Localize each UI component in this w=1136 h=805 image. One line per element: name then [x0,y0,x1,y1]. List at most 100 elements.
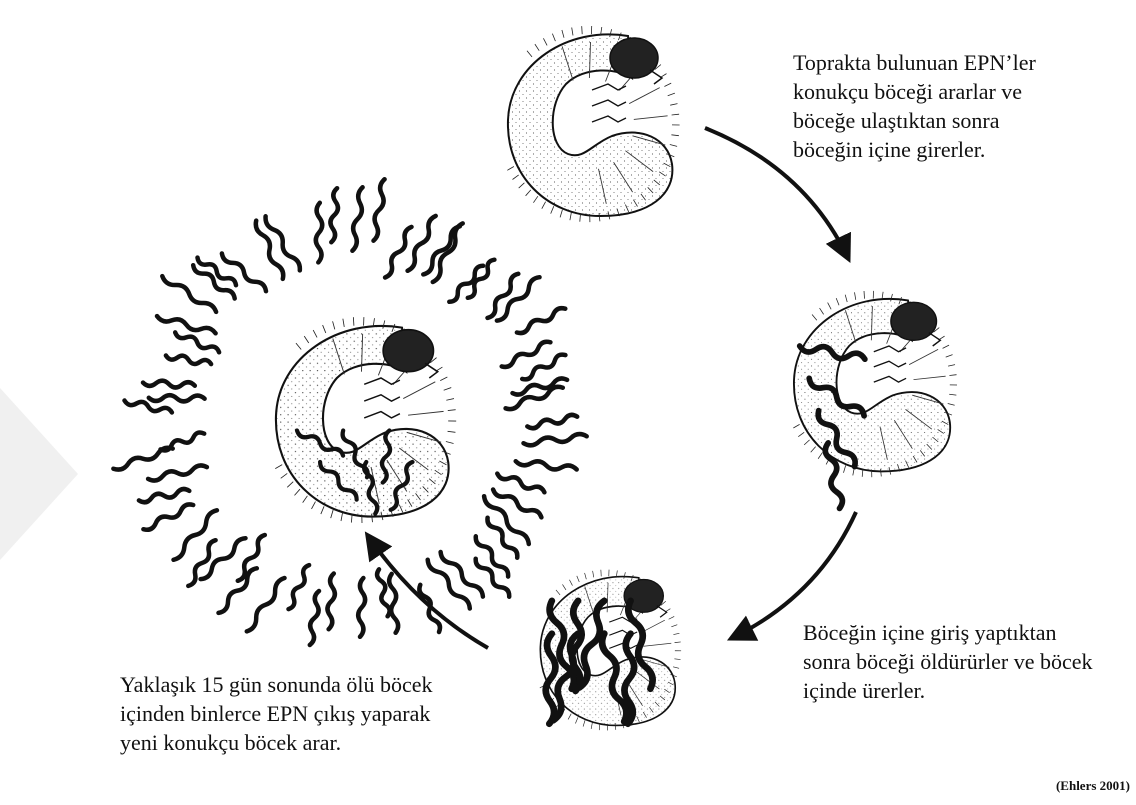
larva-bristle [527,51,532,57]
larva-bristle [671,135,679,136]
larva-bristle [275,465,282,469]
larva-bristle [341,513,343,521]
larva-bristle [535,44,539,51]
emerging-nematode [377,569,390,616]
emerging-nematode [143,381,195,388]
larva-bristle [323,325,326,333]
larva-bristle [542,202,546,209]
larva-bristle [836,298,839,305]
dead-larva-illustration [275,317,456,523]
larva-mandible [650,70,662,84]
larva-mandible [929,333,940,346]
larva-bristle [343,319,344,327]
larva-bristle [448,431,456,432]
larva-bristle [670,104,677,106]
emerging-nematode [524,434,587,445]
larva-leg [874,376,906,382]
larva-body [275,317,456,523]
larva-bristle [670,145,677,147]
larva-leg [364,378,400,384]
larva-bristle [333,321,335,329]
larva-segment [634,116,668,120]
larva-bristle [543,38,547,45]
larva-bristle [583,720,585,726]
larva-head [891,302,937,340]
larva-bristle [675,642,681,643]
emerging-nematode [289,565,310,609]
emerging-nematode [374,179,385,241]
larva-bristle [672,114,680,115]
larva-bristle [287,482,293,488]
larva-bristle [674,659,680,660]
larva-bristle [303,496,308,503]
larva-segment [914,376,946,379]
larva-leg [874,361,906,367]
larva-bristle [593,571,594,577]
emerging-nematode [157,316,216,333]
larva-bristle [671,625,677,627]
larva-body [793,291,957,509]
larva-leg [364,395,400,401]
larva-bristle [296,343,301,349]
larva-bristle [444,388,452,391]
larva-segment [408,411,443,415]
larva-bristle [798,432,804,436]
larva-leg [592,84,626,90]
larva-bristle [568,714,571,720]
larva-bristle [811,447,816,453]
larva-body [507,26,679,222]
larva-bristle [591,722,592,729]
larva-bristle [552,34,555,42]
larva-bristle [294,489,299,495]
emerging-nematode [148,465,207,480]
emerging-nematode [175,332,219,352]
larva-bristle [562,30,564,38]
larva-segment [629,88,660,104]
larva-bristle [311,502,315,509]
larva-leg [364,412,400,418]
caption-step-1: Toprakta bulunuan EPN’ler konukçu böceği… [793,48,1123,164]
emerging-nematode [219,568,257,613]
larva-bristle [569,580,572,586]
larva-segment [909,349,938,364]
larva-bristle [948,403,955,405]
larva-bristle [448,410,456,411]
larva-bristle [507,167,514,171]
emerging-nematode [516,461,577,469]
larva-bristle [304,336,309,343]
emerging-nematode [327,574,334,630]
larva-leg [874,346,906,352]
emerging-nematode [484,496,529,544]
larva-bristle [946,355,953,357]
larva-bristle [793,424,799,428]
citation: (Ehlers 2001) [1056,778,1130,794]
larva-bristle [804,440,809,445]
larva-bristle [562,584,566,589]
larva-bristle [855,292,856,300]
larva-bristle [446,399,454,401]
emerging-nematode [497,277,540,320]
emerging-nematode [506,387,563,409]
larva-bristle [575,717,578,723]
larva-bristle [845,295,847,302]
emerging-nematode [358,578,365,637]
emerging-nematode [502,342,551,367]
larva-bristle [446,442,454,444]
larva-bristle [582,26,583,34]
emerging-nematode [330,188,337,242]
emerging-nematode [493,490,541,518]
larva-bristle [664,83,671,86]
larva-bristle [949,394,956,395]
larva-leg [592,116,626,122]
emerging-nematode [247,578,285,631]
larva-bristle [572,28,573,36]
emerging-nematode [139,489,189,502]
larva-bristle [560,210,562,218]
larva-body [540,570,681,731]
healthy-larva-illustration [507,26,679,222]
larva-bristle [820,308,824,314]
larva-head [610,38,658,78]
emerging-nematode [419,585,440,632]
larva-bristle [948,365,955,367]
